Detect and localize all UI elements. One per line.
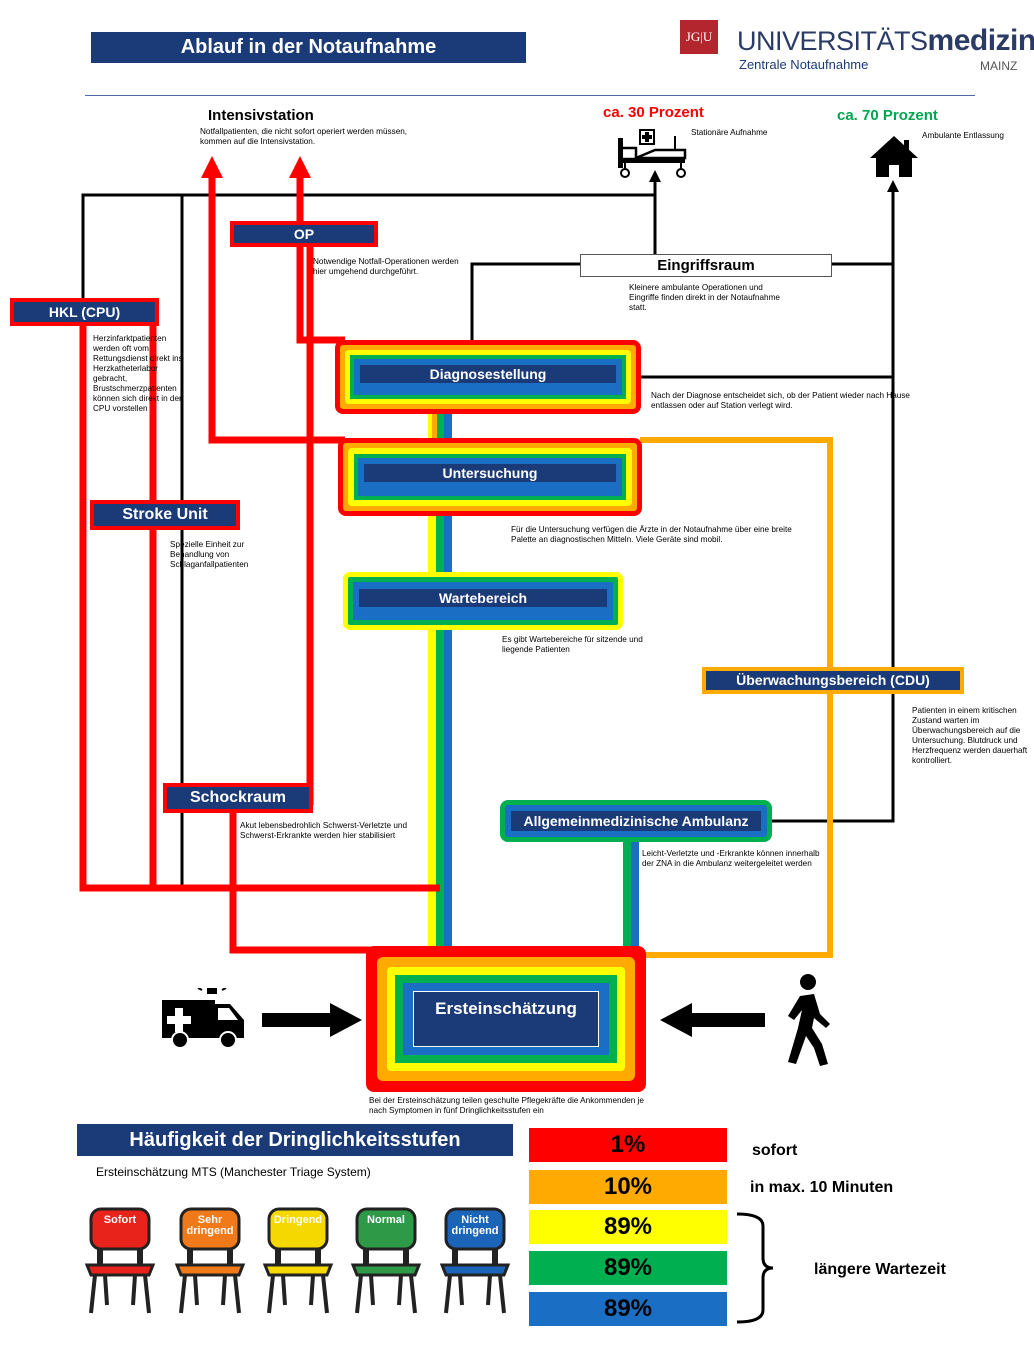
- diagnose-title: Diagnosestellung: [360, 365, 616, 383]
- cdu-box: Überwachungsbereich (CDU): [702, 667, 964, 694]
- note-sofort: sofort: [752, 1142, 798, 1159]
- note-laenger: längere Wartezeit: [814, 1261, 946, 1278]
- diagnose-frame: Diagnosestellung: [335, 340, 641, 414]
- untersuchung-desc: Für die Untersuchung verfügen die Ärzte …: [511, 525, 792, 544]
- ambulance-icon: [162, 988, 244, 1049]
- allgemein-title: Allgemeinmedizinische Ambulanz: [511, 811, 761, 831]
- untersuchung-title: Untersuchung: [364, 464, 616, 482]
- diagnose-desc: Nach der Diagnose entscheidet sich, ob d…: [651, 391, 910, 410]
- chair-label: Sehr dringend: [186, 1214, 234, 1237]
- hkl-desc: Herzinfarktpatienten werden oft vom Rett…: [93, 334, 183, 413]
- warte-title: Wartebereich: [359, 589, 607, 607]
- hospital-bed-icon: [618, 129, 687, 178]
- schock-desc: Akut lebensbedrohlich Schwerst-Verletzte…: [240, 821, 408, 840]
- frequency-bar-0: 1%: [529, 1128, 727, 1162]
- chair-0: Sofort: [84, 1205, 156, 1315]
- chair-icon: [350, 1207, 422, 1314]
- ambulant-pct: ca. 70 Prozent: [837, 107, 938, 124]
- legend-subtitle: Ersteinschätzung MTS (Manchester Triage …: [96, 1165, 371, 1179]
- house-icon: [870, 136, 918, 177]
- chair-label: Nicht dringend: [451, 1214, 499, 1237]
- brace-icon: [736, 1212, 774, 1324]
- frequency-bar-4: 89%: [529, 1292, 727, 1326]
- chair-label: Normal: [367, 1214, 405, 1226]
- chair-4: Nicht dringend: [439, 1205, 511, 1315]
- untersuchung-frame: Untersuchung: [338, 438, 642, 516]
- logo-zna: Zentrale Notaufnahme: [739, 57, 869, 72]
- walking-person-icon: [788, 974, 830, 1066]
- erst-desc: Bei der Ersteinschätzung teilen geschult…: [369, 1096, 644, 1115]
- chair-1: Sehr dringend: [174, 1205, 246, 1315]
- chair-icon: [174, 1207, 246, 1314]
- stroke-box: Stroke Unit: [90, 500, 240, 530]
- note-zehn: in max. 10 Minuten: [750, 1179, 894, 1196]
- erst-title: Ersteinschätzung: [413, 991, 599, 1047]
- intensiv-title: Intensivstation: [208, 107, 314, 124]
- allgemein-desc: Leicht-Verletzte und -Erkrankte können i…: [642, 849, 820, 868]
- eingriff-desc: Kleinere ambulante Operationen und Eingr…: [629, 283, 780, 312]
- ambulant-desc: Ambulante Entlassung: [922, 131, 1004, 140]
- frequency-bar-1: 10%: [529, 1170, 727, 1204]
- chair-icon: [439, 1207, 511, 1314]
- frequency-bar-2: 89%: [529, 1210, 727, 1244]
- op-desc: Notwendige Notfall-Operationen werden hi…: [313, 257, 459, 276]
- frequency-bar-3: 89%: [529, 1251, 727, 1285]
- intensiv-desc: Notfallpatienten, die nicht sofort operi…: [200, 127, 408, 146]
- legend-title: Häufigkeit der Dringlichkeitsstufen: [77, 1124, 513, 1156]
- schock-box: Schockraum: [163, 783, 313, 813]
- stationaer-pct: ca. 30 Prozent: [603, 104, 704, 121]
- cdu-desc: Patienten in einem kritischen Zustand wa…: [912, 706, 1028, 765]
- allgemein-frame: Allgemeinmedizinische Ambulanz: [500, 800, 772, 842]
- chair-icon: [262, 1207, 334, 1314]
- chair-label: Dringend: [273, 1214, 323, 1226]
- eingriff-box: Eingriffsraum: [580, 254, 832, 277]
- warte-desc: Es gibt Wartebereiche für sitzende und l…: [502, 635, 643, 654]
- jgu-logo: JG|U: [680, 20, 718, 54]
- chair-3: Normal: [350, 1205, 422, 1315]
- header-divider: [85, 95, 975, 96]
- universitaetsmedizin-logo: UNIVERSITÄTSmedizin.: [737, 24, 1034, 58]
- erst-frame: Ersteinschätzung: [366, 946, 646, 1092]
- stroke-desc: Spezielle Einheit zur Behandlung von Sch…: [170, 540, 249, 569]
- logo-univ-text: UNIVERSITÄTS: [737, 26, 928, 56]
- hkl-box: HKL (CPU): [10, 298, 159, 326]
- stationaer-desc: Stationäre Aufnahme: [691, 128, 768, 137]
- chair-2: Dringend: [262, 1205, 334, 1315]
- page-title: Ablauf in der Notaufnahme: [91, 32, 526, 63]
- warte-frame: Wartebereich: [343, 572, 623, 630]
- chair-label: Sofort: [103, 1214, 137, 1226]
- op-box: OP: [230, 221, 378, 247]
- chair-icon: [84, 1207, 156, 1314]
- logo-medizin-text: medizin.: [927, 24, 1034, 57]
- logo-mainz: MAINZ: [980, 59, 1018, 73]
